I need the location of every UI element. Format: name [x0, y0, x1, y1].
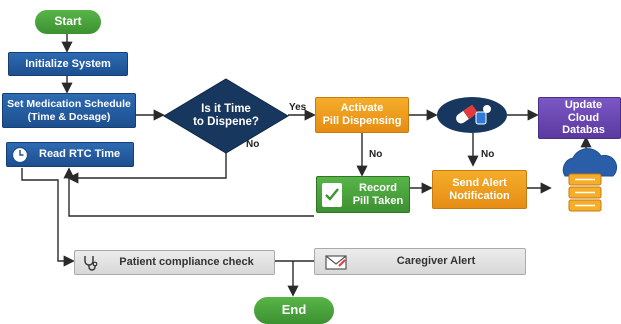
- decision-label: Is it Time to Dispene?: [193, 102, 259, 128]
- decision-diamond: [163, 78, 289, 154]
- set-schedule-label: Set Medication Schedule (Time & Dosage): [7, 98, 131, 123]
- edge-rtc-compliance: [21, 168, 75, 267]
- send-alert-label: Send Alert Notification: [449, 176, 510, 202]
- set-schedule-node: Set Medication Schedule (Time & Dosage): [2, 93, 136, 128]
- edge-record-loop: [63, 167, 314, 217]
- initialize-system-node: Initialize System: [8, 52, 128, 76]
- decision-node: Is it Time to Dispene?: [163, 78, 289, 154]
- clock-icon: [11, 146, 29, 164]
- cloud-database-icon: [551, 146, 621, 214]
- read-rtc-node: Read RTC Time: [6, 142, 134, 167]
- update-cloud-label: Update Cloud Databas: [562, 99, 605, 137]
- pill-icon: [436, 96, 508, 134]
- edge-label-no-activate: No: [369, 149, 383, 160]
- edge-label-no-decision: No: [246, 139, 260, 150]
- initialize-system-label: Initialize System: [25, 57, 111, 70]
- send-alert-node: Send Alert Notification: [432, 170, 527, 209]
- activate-dispensing-node: Activate Pill Dispensing: [315, 97, 409, 133]
- start-label: Start: [54, 14, 82, 29]
- end-node: End: [254, 297, 334, 324]
- record-pill-label: Record Pill Taken: [352, 181, 404, 207]
- caregiver-alert-node: Caregiver Alert: [314, 248, 526, 275]
- activate-dispensing-label: Activate Pill Dispensing: [322, 102, 402, 127]
- compliance-check-label: Patient compliance check: [119, 256, 254, 269]
- envelope-icon: [325, 254, 347, 270]
- update-cloud-node: Update Cloud Databas: [538, 97, 621, 139]
- read-rtc-label: Read RTC Time: [39, 148, 121, 161]
- end-label: End: [281, 302, 307, 318]
- record-pill-node: Record Pill Taken: [316, 176, 410, 213]
- start-node: Start: [35, 10, 101, 34]
- checklist-icon: [321, 182, 343, 208]
- caregiver-alert-label: Caregiver Alert: [396, 255, 476, 268]
- edge-label-no-pill: No: [481, 149, 495, 160]
- edge-label-yes: Yes: [289, 102, 307, 113]
- stethoscope-icon: [81, 254, 99, 272]
- compliance-check-node: Patient compliance check: [74, 250, 275, 275]
